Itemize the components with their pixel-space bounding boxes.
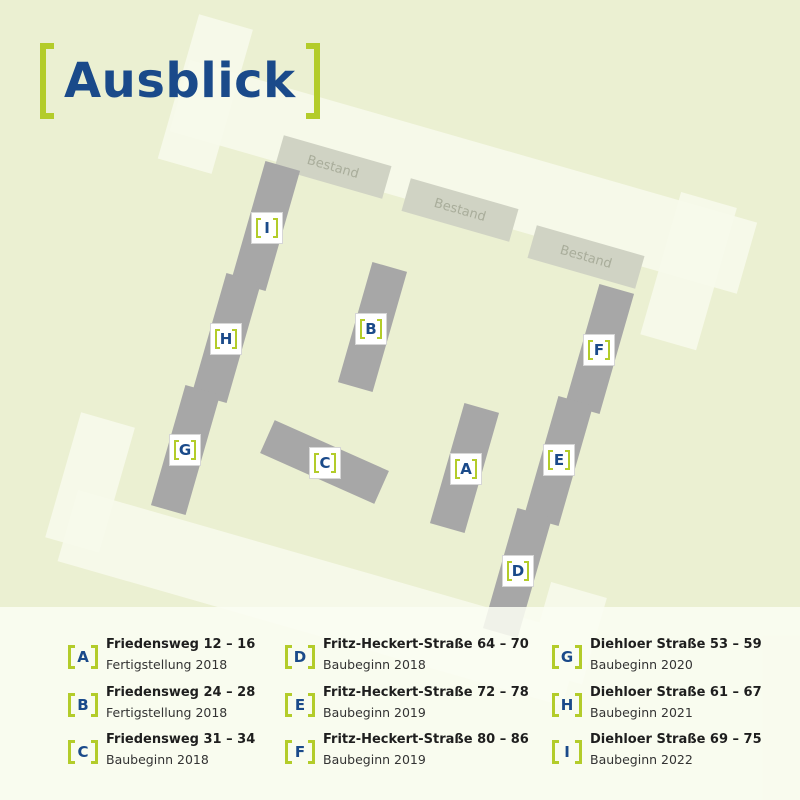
- legend-name-G: Diehloer Straße 53 – 59: [590, 637, 762, 652]
- marker-B: B: [356, 314, 386, 344]
- marker-E: E: [544, 445, 574, 475]
- legend-icon-A: A: [68, 642, 98, 672]
- legend-status-G: Baubeginn 2020: [590, 657, 693, 672]
- marker-E-letter: E: [553, 451, 565, 469]
- legend-status-A: Fertigstellung 2018: [106, 657, 228, 672]
- title-text: Ausblick: [64, 53, 296, 109]
- bracket-left: [507, 561, 512, 581]
- marker-A: A: [451, 454, 481, 484]
- bracket-left: [455, 459, 460, 479]
- legend-name-A: Friedensweg 12 – 16: [106, 637, 256, 652]
- legend-icon-G: G: [552, 642, 582, 672]
- bracket-right: [565, 450, 570, 470]
- marker-C: C: [310, 448, 340, 478]
- legend-icon-E: E: [285, 690, 315, 720]
- bracket-right: [191, 440, 196, 460]
- legend-icon-H: H: [552, 690, 582, 720]
- marker-A-letter: A: [460, 460, 472, 478]
- legend-name-F: Fritz-Heckert-Straße 80 – 86: [323, 732, 529, 747]
- legend-status-I: Baubeginn 2022: [590, 752, 693, 767]
- bracket-right: [472, 459, 477, 479]
- bracket-left: [174, 440, 179, 460]
- legend-name-D: Fritz-Heckert-Straße 64 – 70: [323, 637, 529, 652]
- legend-name-C: Friedensweg 31 – 34: [106, 732, 256, 747]
- legend-icon-I: I: [552, 737, 582, 767]
- bracket-right: [331, 453, 336, 473]
- bracket-left: [588, 340, 593, 360]
- marker-D: D: [503, 556, 533, 586]
- marker-F-letter: F: [593, 341, 605, 359]
- existing-building-1-label: Bestand: [305, 152, 361, 182]
- legend-status-F: Baubeginn 2019: [323, 752, 426, 767]
- bracket-right: [273, 218, 278, 238]
- marker-I: I: [252, 213, 282, 243]
- marker-D-letter: D: [511, 562, 525, 580]
- bracket-left: [360, 319, 365, 339]
- bracket-right: [605, 340, 610, 360]
- legend-status-D: Baubeginn 2018: [323, 657, 426, 672]
- legend-name-B: Friedensweg 24 – 28: [106, 685, 256, 700]
- title-bracket-right: [305, 43, 320, 119]
- legend-status-E: Baubeginn 2019: [323, 705, 426, 720]
- marker-G: G: [170, 435, 200, 465]
- marker-H: H: [211, 324, 241, 354]
- bracket-right: [524, 561, 529, 581]
- legend-icon-B: B: [68, 690, 98, 720]
- bracket-left: [256, 218, 261, 238]
- marker-I-letter: I: [264, 219, 270, 237]
- marker-C-letter: C: [319, 454, 331, 472]
- bracket-left: [548, 450, 553, 470]
- legend-status-C: Baubeginn 2018: [106, 752, 209, 767]
- page-title: Ausblick: [40, 40, 320, 122]
- legend-status-B: Fertigstellung 2018: [106, 705, 228, 720]
- marker-B-letter: B: [365, 320, 377, 338]
- legend: A Friedensweg 12 – 16 Fertigstellung 201…: [0, 607, 800, 800]
- marker-G-letter: G: [178, 441, 192, 459]
- legend-icon-F: F: [285, 737, 315, 767]
- legend-status-H: Baubeginn 2021: [590, 705, 693, 720]
- title-bracket-left: [40, 43, 54, 119]
- legend-name-H: Diehloer Straße 61 – 67: [590, 685, 762, 700]
- bracket-right: [377, 319, 382, 339]
- legend-name-I: Diehloer Straße 69 – 75: [590, 732, 762, 747]
- legend-icon-D: D: [285, 642, 315, 672]
- existing-building-2-label: Bestand: [432, 195, 488, 225]
- marker-F: F: [584, 335, 614, 365]
- existing-building-3-label: Bestand: [558, 242, 614, 272]
- bracket-left: [314, 453, 319, 473]
- legend-name-E: Fritz-Heckert-Straße 72 – 78: [323, 685, 529, 700]
- bracket-right: [232, 329, 237, 349]
- marker-H-letter: H: [219, 330, 233, 348]
- legend-icon-C: C: [68, 737, 98, 767]
- bracket-left: [215, 329, 220, 349]
